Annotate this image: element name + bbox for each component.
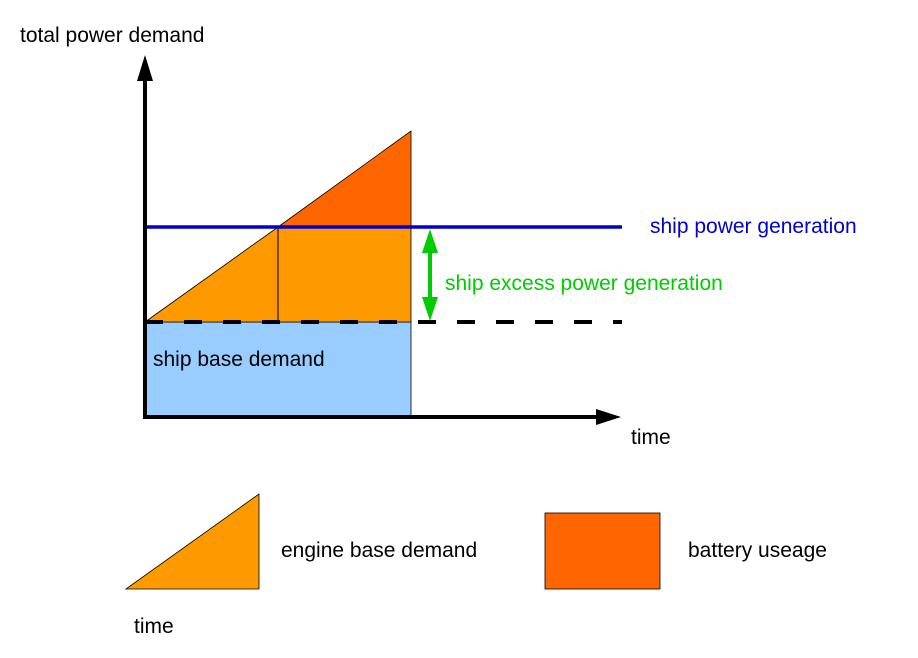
arrow-head-down-icon [422,297,438,321]
ship-power-generation-label: ship power generation [650,215,857,238]
ship-base-demand-area [144,321,412,418]
battery-useage-area [276,130,412,228]
legend-item-engine-base-demand: engine base demand time [124,493,477,638]
ship-excess-power-generation-label: ship excess power generation [445,272,723,295]
legend-item-battery-useage: battery useage [544,512,827,590]
x-axis-label: time [631,426,671,449]
legend-time-label: time [134,615,174,638]
legend: engine base demand time battery useage [124,493,827,638]
arrow-head-up-icon [422,229,438,253]
excess-power-arrow [422,229,438,321]
y-axis-arrow-icon [137,55,153,81]
ship-base-demand-label: ship base demand [153,348,325,371]
y-axis-label: total power demand [20,24,204,47]
battery-useage-swatch-icon [544,512,661,590]
legend-engine-base-demand-label: engine base demand [281,539,477,562]
engine-base-demand-swatch-icon [124,493,260,590]
x-axis-arrow-icon [596,409,621,425]
legend-battery-useage-label: battery useage [688,539,827,562]
